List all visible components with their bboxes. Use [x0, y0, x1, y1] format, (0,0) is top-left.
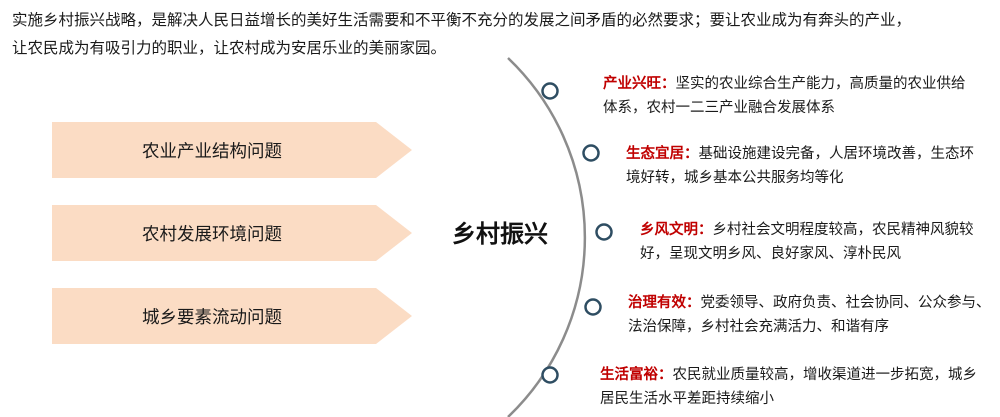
goal-item-5: 生活富裕：农民就业质量较高，增收渠道进一步拓宽，城乡 居民生活水平差距持续缩小: [600, 363, 977, 411]
intro-text: 实施乡村振兴战略，是解决人民日益增长的美好生活需要和不平衡不充分的发展之间矛盾的…: [12, 6, 997, 62]
goal-desc-2-line-2: 境好转，城乡基本公共服务均等化: [626, 170, 844, 186]
arc-line: [507, 57, 587, 417]
goal-item-2: 生态宜居：基础设施建设完备，人居环境改善，生态环 境好转，城乡基本公共服务均等化: [626, 142, 974, 190]
goal-desc-4-line-2: 法治保障，乡村社会充满活力、和谐有序: [628, 319, 889, 335]
goal-desc-5-line-1: 农民就业质量较高，增收渠道进一步拓宽，城乡: [672, 367, 978, 383]
goal-desc-3-line-2: 好，呈现文明乡风、良好家风、淳朴民风: [640, 246, 901, 262]
problem-label-3: 城乡要素流动问题: [142, 307, 282, 328]
problem-label-2: 农村发展环境问题: [142, 224, 282, 245]
goal-desc-1-line-1: 坚实的农业综合生产能力，高质量的农业供给: [675, 76, 966, 92]
node-circle-2: [582, 144, 600, 162]
problem-arrow-1: 农业产业结构问题: [52, 122, 412, 178]
goal-desc-1-line-2: 体系，农村一二三产业融合发展体系: [603, 100, 835, 116]
goal-desc-2-line-1: 基础设施建设完备，人居环境改善，生态环: [698, 146, 975, 162]
goal-desc-3-line-1: 乡村社会文明程度较高，农民精神风貌较: [712, 222, 974, 238]
goal-item-4: 治理有效：党委领导、政府负责、社会协同、公众参与、 法治保障，乡村社会充满活力、…: [628, 291, 991, 339]
node-circle-3: [595, 223, 613, 241]
intro-line-2: 让农民成为有吸引力的职业，让农村成为安居乐业的美丽家园。: [12, 39, 447, 57]
goal-item-3: 乡风文明：乡村社会文明程度较高，农民精神风貌较 好，呈现文明乡风、良好家风、淳朴…: [640, 218, 974, 266]
node-circle-1: [541, 82, 559, 100]
node-circle-5: [541, 366, 559, 384]
goal-desc-5-line-2: 居民生活水平差距持续缩小: [600, 391, 774, 407]
center-label: 乡村振兴: [452, 220, 548, 248]
goal-item-1: 产业兴旺：坚实的农业综合生产能力，高质量的农业供给 体系，农村一二三产业融合发展…: [603, 72, 966, 120]
goal-title-2: 生态宜居：: [626, 146, 699, 162]
goal-title-1: 产业兴旺：: [603, 76, 676, 92]
problem-label-1: 农业产业结构问题: [142, 141, 282, 162]
goal-title-4: 治理有效：: [628, 295, 701, 311]
intro-line-1: 实施乡村振兴战略，是解决人民日益增长的美好生活需要和不平衡不充分的发展之间矛盾的…: [12, 11, 912, 29]
goal-title-3: 乡风文明：: [640, 222, 713, 238]
goal-desc-4-line-1: 党委领导、政府负责、社会协同、公众参与、: [700, 295, 991, 311]
node-circle-4: [584, 298, 602, 316]
problem-arrow-3: 城乡要素流动问题: [52, 288, 412, 344]
goal-title-5: 生活富裕：: [600, 367, 673, 383]
problem-arrow-2: 农村发展环境问题: [52, 205, 412, 261]
